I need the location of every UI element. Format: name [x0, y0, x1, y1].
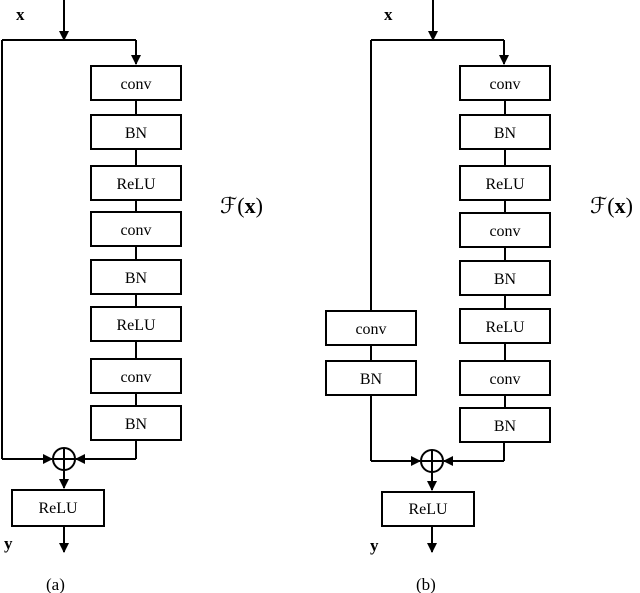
branch-a-block-4: conv [90, 211, 182, 247]
sum-node-b [420, 449, 444, 473]
branch-a-block-label-1: conv [120, 76, 151, 93]
input-label-a: x [16, 5, 25, 24]
branch-a-block-label-2: BN [125, 125, 148, 142]
branch-b-block-label-1: conv [489, 76, 520, 93]
branch-b-block-label-5: BN [494, 271, 517, 288]
output-relu-label-a: ReLU [38, 500, 78, 517]
caption-b: (b) [416, 575, 436, 593]
branch-b-block-4: conv [459, 212, 551, 248]
sum-node-a [52, 447, 76, 471]
branch-a-block-label-3: ReLU [116, 176, 156, 193]
output-relu-label-b: ReLU [408, 501, 448, 518]
shortcut-b-block-2: BN [325, 360, 417, 396]
branch-a-block-3: ReLU [90, 165, 182, 201]
branch-b-block-label-7: conv [489, 371, 520, 388]
branch-b-block-label-4: conv [489, 223, 520, 240]
branch-b-block-6: ReLU [459, 308, 551, 344]
input-label-b: x [384, 5, 393, 24]
output-relu-box-a: ReLU [11, 489, 105, 527]
branch-b-block-7: conv [459, 360, 551, 396]
branch-a-block-5: BN [90, 259, 182, 295]
shortcut-b-block-label-2: BN [360, 371, 383, 388]
shortcut-b-block-1: conv [325, 310, 417, 346]
residual-function-label-a: ℱ(x) [220, 193, 263, 218]
branch-b-block-3: ReLU [459, 165, 551, 201]
branch-b-block-5: BN [459, 260, 551, 296]
branch-a-block-label-5: BN [125, 270, 148, 287]
branch-a-block-1: conv [90, 65, 182, 101]
branch-a-block-label-4: conv [120, 222, 151, 239]
branch-a-block-6: ReLU [90, 306, 182, 342]
branch-b-block-1: conv [459, 65, 551, 101]
branch-b-block-label-2: BN [494, 125, 517, 142]
branch-a-block-label-7: conv [120, 369, 151, 386]
shortcut-b-block-label-1: conv [355, 321, 386, 338]
branch-a-block-8: BN [90, 405, 182, 441]
branch-b-block-2: BN [459, 114, 551, 150]
branch-b-block-8: BN [459, 407, 551, 443]
residual-function-label-b: ℱ(x) [590, 193, 633, 218]
branch-b-block-label-3: ReLU [485, 176, 525, 193]
branch-a-block-7: conv [90, 358, 182, 394]
branch-a-block-2: BN [90, 114, 182, 150]
branch-a-block-label-8: BN [125, 416, 148, 433]
branch-b-block-label-6: ReLU [485, 319, 525, 336]
output-label-b: y [370, 536, 379, 555]
branch-b-block-label-8: BN [494, 418, 517, 435]
output-label-a: y [4, 534, 13, 553]
branch-a-block-label-6: ReLU [116, 317, 156, 334]
caption-a: (a) [46, 575, 65, 593]
output-relu-box-b: ReLU [381, 491, 475, 527]
